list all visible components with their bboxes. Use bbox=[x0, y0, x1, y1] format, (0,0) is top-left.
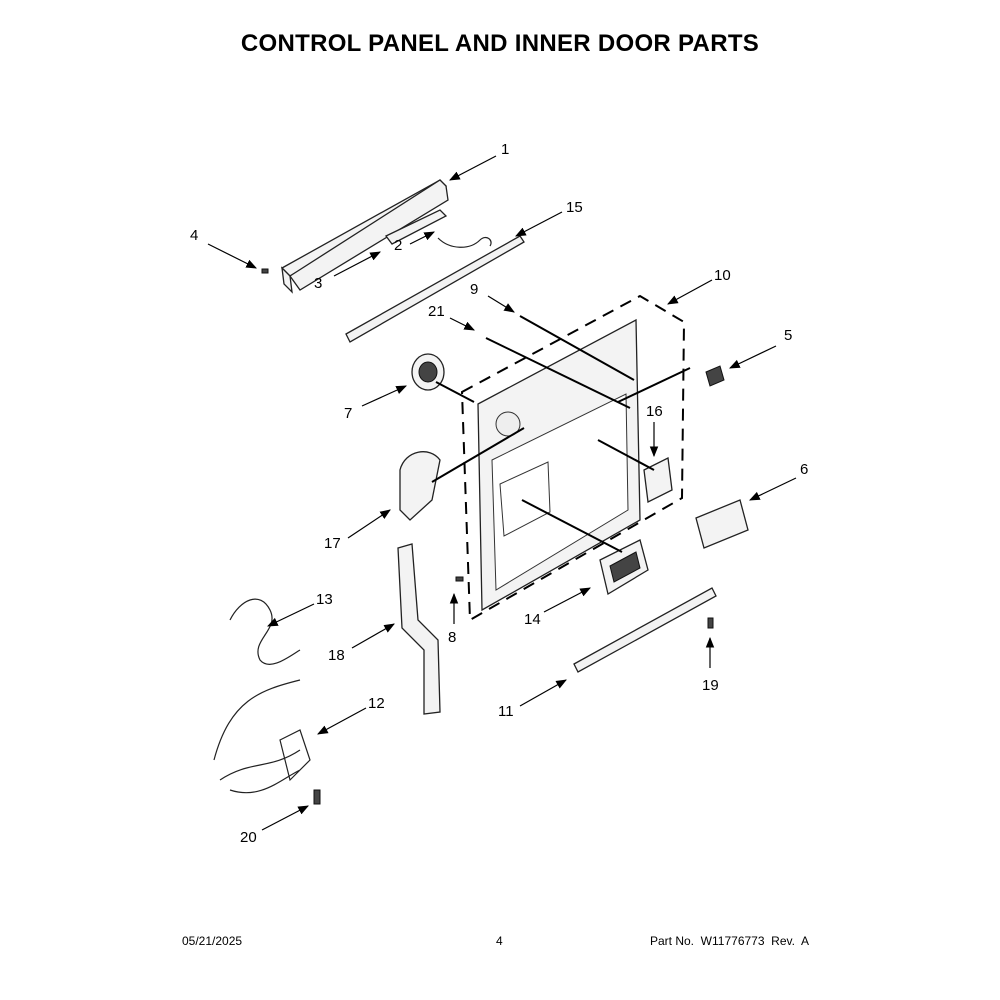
user-interface-board[interactable] bbox=[385, 209, 448, 245]
vent-duct-upper[interactable] bbox=[399, 451, 441, 521]
callout-8: 8 bbox=[448, 629, 456, 646]
screw-4[interactable] bbox=[261, 268, 269, 274]
callout-7: 7 bbox=[344, 405, 352, 422]
callout-17: 17 bbox=[324, 535, 341, 552]
panel-wire[interactable] bbox=[437, 236, 492, 248]
leader-lines bbox=[431, 315, 691, 553]
page-title: CONTROL PANEL AND INNER DOOR PARTS bbox=[240, 30, 760, 57]
screw-8[interactable] bbox=[455, 576, 464, 582]
screw-19[interactable] bbox=[707, 617, 714, 629]
control-panel[interactable] bbox=[280, 179, 449, 294]
callout-10: 10 bbox=[714, 267, 731, 284]
callout-9: 9 bbox=[470, 281, 478, 298]
vent[interactable] bbox=[411, 353, 445, 391]
callout-21: 21 bbox=[428, 303, 445, 320]
footer-date: 05/21/2025 bbox=[182, 934, 243, 948]
callout-18: 18 bbox=[328, 647, 345, 664]
footer-part-number: Part No. W11776773 Rev. A bbox=[650, 934, 809, 948]
callout-12: 12 bbox=[368, 695, 385, 712]
detergent-dispenser[interactable] bbox=[599, 539, 649, 596]
callout-11: 11 bbox=[498, 703, 514, 720]
callout-3: 3 bbox=[314, 275, 322, 292]
callout-6: 6 bbox=[800, 461, 808, 478]
callout-15: 15 bbox=[566, 199, 583, 216]
wire-harness-13[interactable] bbox=[229, 598, 301, 665]
hinge-bracket[interactable] bbox=[643, 457, 673, 503]
callout-arrows bbox=[207, 155, 797, 831]
footer-page-number: 4 bbox=[496, 934, 503, 948]
callout-labels: 1 2 3 4 5 6 7 8 9 10 11 12 13 14 15 16 1… bbox=[190, 141, 808, 846]
callout-13: 13 bbox=[316, 591, 333, 608]
callout-1: 1 bbox=[501, 141, 509, 158]
callout-4: 4 bbox=[190, 227, 198, 244]
callout-19: 19 bbox=[702, 677, 719, 694]
door-switch[interactable] bbox=[705, 365, 725, 387]
callout-14: 14 bbox=[524, 611, 541, 628]
inner-door-dashed-outline bbox=[460, 294, 686, 622]
callout-2: 2 bbox=[394, 237, 402, 254]
callout-5: 5 bbox=[784, 327, 792, 344]
callout-16: 16 bbox=[646, 403, 663, 420]
wire-harness-12[interactable] bbox=[213, 679, 311, 794]
vent-duct-lower[interactable] bbox=[397, 543, 441, 715]
door-latch[interactable] bbox=[695, 499, 749, 549]
door-trim-strip[interactable] bbox=[573, 587, 717, 673]
door-gasket-strip[interactable] bbox=[345, 235, 525, 343]
callout-20: 20 bbox=[240, 829, 257, 846]
thermal-fuse[interactable] bbox=[313, 789, 321, 805]
